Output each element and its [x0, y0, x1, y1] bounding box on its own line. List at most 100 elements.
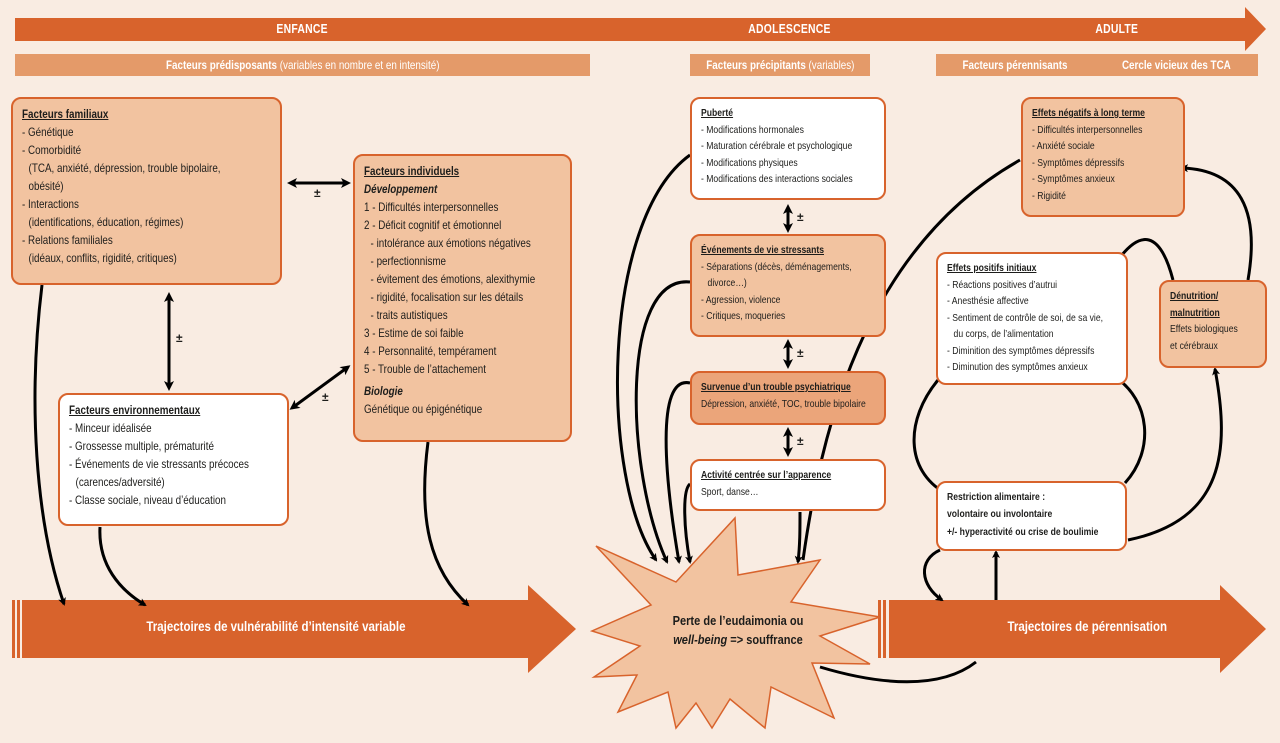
list-item: Dépression, anxiété, TOC, trouble bipola…: [701, 397, 866, 410]
restriction-to-denutrition-arrow: [1127, 367, 1223, 542]
familial-factors-box: Facteurs familiaux - Génétique - Comorbi…: [11, 97, 282, 285]
list-item: - Réactions positives d’autrui: [947, 278, 1058, 291]
stressful-events-box: Événements de vie stressants - Séparatio…: [690, 234, 886, 337]
psychiatric-disorder-title: Survenue d’un trouble psychiatrique: [701, 381, 851, 393]
list-item: 4 - Personnalité, tempérament: [364, 344, 497, 358]
list-item: Génétique ou épigénétique: [364, 402, 483, 416]
list-item: - Génétique: [22, 125, 74, 139]
band-predisposing-note: (variables en nombre et en intensité): [276, 58, 440, 72]
list-item: - Symptômes anxieux: [1032, 173, 1115, 185]
development-subtitle: Développement: [364, 182, 438, 196]
list-item: - Relations familiales: [22, 233, 113, 247]
individual-to-trajectory-arrow: [423, 441, 470, 607]
plus-minus-label: ±: [797, 210, 804, 224]
positive-to-restriction-arrow: [912, 379, 947, 495]
biology-subtitle: Biologie: [364, 384, 403, 398]
list-item: - Difficultés interpersonnelles: [1032, 123, 1143, 136]
starburst-line1: Perte de l’eudaimonia ou: [672, 613, 804, 628]
band-perpetuating-bold: Facteurs pérennisants: [962, 58, 1068, 72]
restriction-line: volontaire ou involontaire: [947, 507, 1053, 520]
plus-minus-label: ±: [322, 390, 329, 404]
list-item: divorce…): [707, 277, 747, 289]
positive-effects-title: Effets positifs initiaux: [947, 262, 1037, 274]
phase-enfance: ENFANCE: [276, 21, 328, 36]
band-perpetuating: Facteurs pérennisants Cercle vicieux des…: [936, 54, 1258, 76]
individual-factors-title: Facteurs individuels: [364, 164, 460, 178]
restriction-to-positive-arrow: [1113, 375, 1147, 485]
list-item: (TCA, anxiété, dépression, trouble bipol…: [28, 161, 221, 175]
denutrition-box: Dénutrition/ malnutrition Effets biologi…: [1159, 280, 1267, 368]
list-item: - Interactions: [22, 197, 79, 211]
list-item: (identifications, éducation, régimes): [28, 215, 184, 229]
list-item: - intolérance aux émotions négatives: [370, 236, 531, 250]
trajectory-to-starburst-link: [819, 660, 977, 684]
environmental-factors-title: Facteurs environnementaux: [69, 403, 201, 417]
list-item: Effets biologiques: [1170, 323, 1238, 335]
appearance-activity-box: Activité centrée sur l’apparence Sport, …: [690, 459, 886, 511]
list-item: - Agression, violence: [701, 293, 781, 306]
stressful-to-starburst-arrow: [634, 280, 691, 564]
list-item: 5 - Trouble de l’attachement: [364, 362, 486, 376]
plus-minus-label: ±: [176, 331, 183, 345]
vulnerability-trajectory-label: Trajectoires de vulnérabilité d’intensit…: [146, 618, 406, 634]
band-vicious-circle: Cercle vicieux des TCA: [1121, 58, 1231, 72]
band-predisposing-bold: Facteurs prédisposants: [165, 58, 277, 72]
band-precipitating-bold: Facteurs précipitants: [705, 58, 806, 72]
perennisation-trajectory-label: Trajectoires de pérennisation: [1007, 618, 1168, 634]
list-item: - Anesthésie affective: [947, 295, 1029, 307]
individual-factors-box: Facteurs individuels Développement 1 - D…: [353, 154, 572, 442]
list-item: - Classe sociale, niveau d’éducation: [69, 493, 226, 507]
starburst-italic: well-being: [673, 632, 728, 647]
familial-factors-title: Facteurs familiaux: [22, 107, 109, 121]
appearance-down-arrow: [794, 511, 803, 564]
band-predisposing: Facteurs prédisposants (variables en nom…: [15, 54, 590, 76]
list-item: - Modifications hormonales: [701, 123, 804, 136]
list-item: - Critiques, moqueries: [701, 310, 786, 322]
list-item: et cérébraux: [1170, 339, 1218, 352]
starburst-label: Perte de l’eudaimonia ou well-being => s…: [666, 611, 811, 649]
list-item: Sport, danse…: [701, 485, 759, 498]
food-restriction-box: Restriction alimentaire : volontaire ou …: [936, 481, 1127, 551]
puberty-to-starburst-arrow: [616, 153, 691, 562]
psychiatric-disorder-box: Survenue d’un trouble psychiatrique Dépr…: [690, 371, 886, 425]
individual-environmental-link: [289, 365, 351, 410]
restriction-to-trajectory-arrow: [923, 548, 944, 602]
restriction-line: Restriction alimentaire :: [947, 491, 1046, 503]
appearance-activity-title: Activité centrée sur l’apparence: [701, 469, 832, 481]
list-item: - Minceur idéalisée: [69, 421, 152, 435]
environmental-factors-box: Facteurs environnementaux - Minceur idéa…: [58, 393, 289, 526]
list-item: - Modifications physiques: [701, 156, 798, 169]
list-item: - Anxiété sociale: [1032, 140, 1095, 152]
environmental-to-trajectory-arrow: [98, 526, 147, 607]
list-item: - Événements de vie stressants précoces: [69, 457, 249, 471]
phase-adolescence: ADOLESCENCE: [748, 21, 831, 36]
psychiatric-to-starburst-arrow: [664, 381, 691, 564]
list-item: (carences/adversité): [75, 475, 165, 489]
list-item: - perfectionnisme: [370, 254, 447, 268]
restriction-line: +/- hyperactivité ou crise de boulimie: [947, 526, 1099, 538]
list-item: obésité): [28, 179, 64, 193]
phase-adulte: ADULTE: [1095, 21, 1139, 36]
list-item: - Symptômes dépressifs: [1032, 156, 1125, 169]
list-item: 1 - Difficultés interpersonnelles: [364, 200, 499, 214]
negative-effects-title: Effets négatifs à long terme: [1032, 107, 1145, 119]
list-item: - Maturation cérébrale et psychologique: [701, 140, 853, 152]
negative-effects-box: Effets négatifs à long terme - Difficult…: [1021, 97, 1185, 217]
positive-effects-box: Effets positifs initiaux - Réactions pos…: [936, 252, 1128, 385]
denutrition-title: Dénutrition/: [1170, 290, 1219, 302]
band-precipitating-note: (variables): [805, 58, 855, 72]
list-item: - Séparations (décès, déménagements,: [701, 260, 852, 273]
list-item: - Diminution des symptômes anxieux: [947, 361, 1088, 373]
denutrition-title: malnutrition: [1170, 306, 1220, 319]
list-item: - Rigidité: [1032, 189, 1066, 202]
plus-minus-label: ±: [797, 346, 804, 360]
puberty-box: Puberté - Modifications hormonales - Mat…: [690, 97, 886, 200]
plus-minus-label: ±: [314, 186, 321, 200]
stressful-events-title: Événements de vie stressants: [701, 244, 824, 256]
puberty-title: Puberté: [701, 107, 734, 119]
list-item: - Comorbidité: [22, 143, 82, 157]
timeline-arrow: [15, 7, 1266, 51]
list-item: - Modifications des interactions sociale…: [701, 173, 853, 185]
list-item: - traits autistiques: [370, 308, 448, 322]
denutrition-to-negative-arrow: [1180, 164, 1253, 281]
